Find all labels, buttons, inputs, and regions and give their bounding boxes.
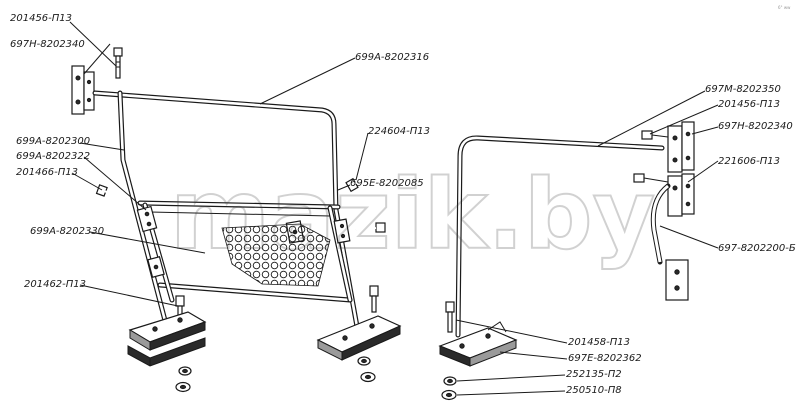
label-250510-p8: 250510-П8: [566, 385, 622, 396]
right-top-bracket: [641, 121, 695, 173]
label-699a-8202322: 699А-8202322: [16, 151, 90, 162]
right-floor-nuts: [441, 376, 457, 401]
label-697n-8202340-right: 697Н-8202340: [718, 121, 793, 132]
strap-hook: [650, 183, 689, 301]
label-699a-8202316: 699А-8202316: [355, 52, 429, 63]
left-wall-bracket: [71, 65, 95, 115]
label-201456-p13-right: 201456-П13: [718, 99, 780, 110]
part-labels: 201456-П13 697Н-8202340 699А-8202316 699…: [10, 13, 796, 396]
label-699a-8202300: 699А-8202300: [16, 136, 90, 147]
right-mid-bracket: [633, 173, 695, 217]
label-201466-p13: 201466-П13: [16, 167, 78, 178]
left-side-bolt: [95, 184, 127, 200]
label-697-8202200-b: 697-8202200-Б: [718, 243, 796, 254]
label-252135-p2: 252135-П2: [566, 369, 622, 380]
leader-lines: [69, 21, 719, 396]
label-221606-p13: 221606-П13: [718, 156, 780, 167]
right-floor-plate: [438, 301, 518, 367]
left-nuts: [175, 366, 192, 393]
label-697n-8202340-left: 697Н-8202340: [10, 39, 85, 50]
right-side-bolt: [355, 222, 386, 233]
label-699a-8202330: 699А-8202330: [30, 226, 104, 237]
right-nuts: [357, 356, 376, 383]
label-224604-p13: 224604-П13: [368, 126, 430, 137]
middle-bolt: [345, 175, 369, 193]
left-top-bolt: [113, 47, 123, 79]
right-handrail: [438, 121, 695, 401]
left-hinge: [136, 205, 165, 278]
label-201462-p13: 201462-П13: [24, 279, 86, 290]
corner-mark: 6° ww: [778, 5, 791, 10]
label-201456-p13-left: 201456-П13: [10, 13, 72, 24]
label-201458-p13: 201458-П13: [568, 337, 630, 348]
left-foot-pad: [127, 295, 207, 367]
label-697e-8202362: 697Е-8202362: [568, 353, 642, 364]
seat-mesh: [221, 223, 331, 287]
label-697m-8202350: 697М-8202350: [705, 84, 781, 95]
right-foot-pad: [316, 285, 402, 361]
label-695e-8202085: 695Е-8202085: [350, 178, 424, 189]
left-seat-frame: [71, 47, 402, 393]
watermark: mazik.by: [170, 159, 655, 271]
